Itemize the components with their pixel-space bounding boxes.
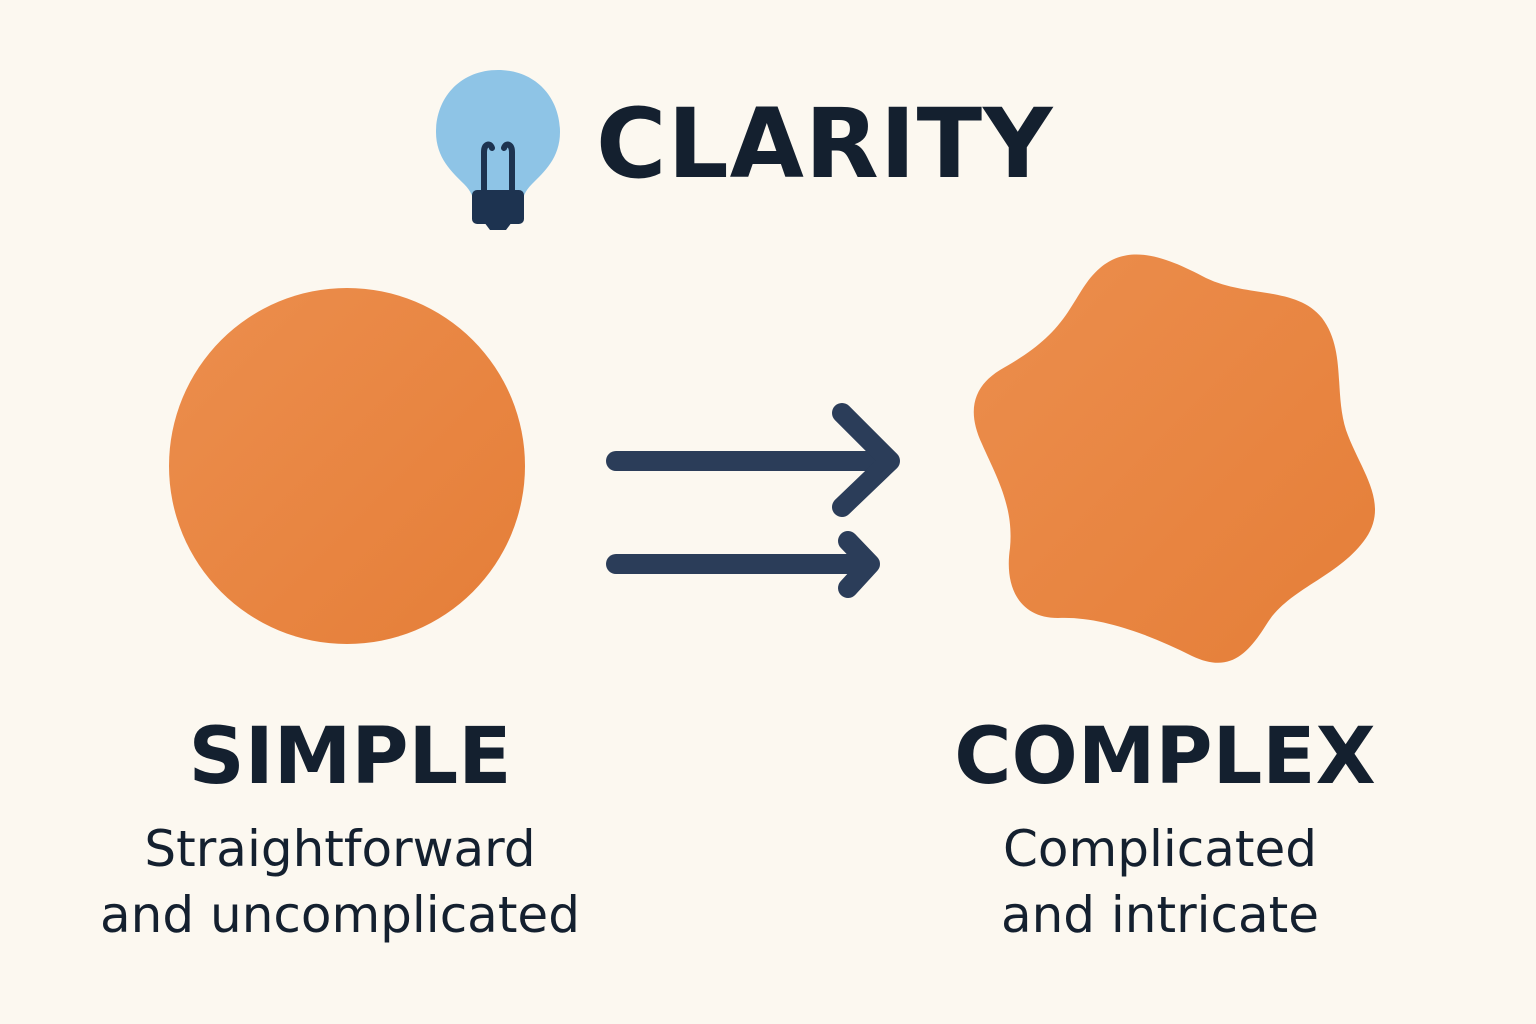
simple-description-line-1: Straightforward — [144, 820, 536, 878]
simple-description: Straightforward and uncomplicated — [90, 816, 590, 948]
lightbulb-icon — [436, 70, 560, 230]
complex-label: COMPLEX — [954, 712, 1376, 802]
complex-description-line-2: and intricate — [1000, 886, 1320, 944]
simple-circle-shape — [169, 288, 525, 644]
complex-wavy-shape — [973, 254, 1376, 663]
arrow-bottom-icon — [606, 531, 880, 598]
complex-description: Complicated and intricate — [940, 816, 1380, 948]
simple-description-line-2: and uncomplicated — [100, 886, 580, 944]
page-title: CLARITY — [596, 88, 1054, 200]
complex-description-line-1: Complicated — [1003, 820, 1317, 878]
simple-label: SIMPLE — [188, 712, 512, 802]
arrow-top-icon — [606, 403, 900, 517]
